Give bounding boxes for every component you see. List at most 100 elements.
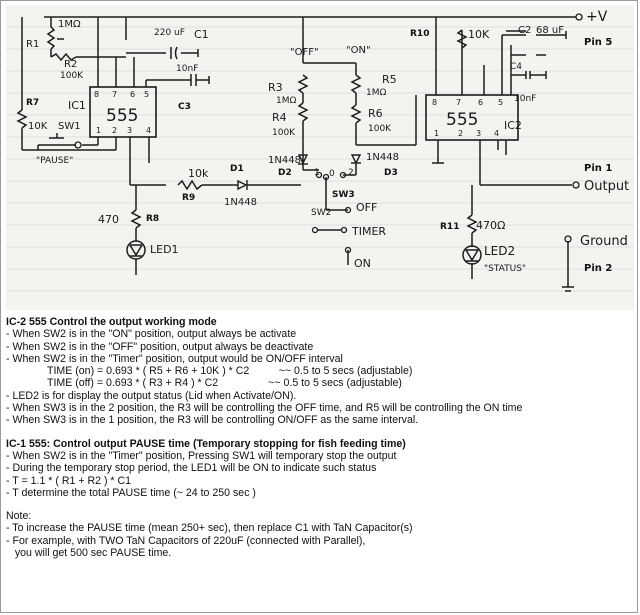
- vplus-label: +V: [586, 9, 608, 25]
- ic2-pin-2: 2: [458, 129, 463, 138]
- ic1-note-line: - T = 1.1 * ( R1 + R2 ) * C1: [6, 474, 132, 487]
- output-label: Output: [584, 179, 629, 194]
- ic2-pin-numbers: 8 7 6 5 1 2 3 4: [432, 98, 503, 138]
- sw2-off: OFF: [356, 201, 377, 214]
- d2-value: 1N448: [268, 155, 301, 166]
- r6-ref: R6: [368, 107, 383, 120]
- c1-ref: C1: [194, 28, 209, 41]
- ic2-note-line: - When SW2 is in the "OFF" position, out…: [6, 340, 314, 353]
- c2-ref: C2: [518, 25, 531, 36]
- ic1-section-title: IC-1 555: Control output PAUSE time (Tem…: [6, 437, 406, 450]
- led-symbols: [126, 240, 482, 265]
- sw2-on: ON: [354, 257, 371, 270]
- r9-ref: R9: [182, 193, 195, 203]
- state-on: "ON": [346, 45, 371, 56]
- ic1-ref: IC1: [68, 99, 86, 112]
- note-title: Note:: [6, 510, 32, 523]
- section-gap: [6, 499, 634, 510]
- ic2-section-title: IC-2 555 Control the output working mode: [6, 316, 217, 328]
- ic1-pin-8: 8: [94, 90, 99, 99]
- d2-ref: D2: [278, 168, 292, 178]
- r3-value: 1MΩ: [276, 96, 296, 106]
- c4-value: 10nF: [514, 94, 536, 104]
- sw3-ref: SW3: [332, 190, 355, 200]
- ic1-note-line: - When SW2 is in the "Timer" position, P…: [6, 449, 397, 462]
- diode-symbols: [237, 154, 362, 191]
- sw3-pos0: 0: [329, 169, 335, 179]
- d3-value: 1N448: [366, 152, 399, 163]
- led2-ref: LED2: [484, 244, 515, 258]
- d1-ref: D1: [230, 164, 244, 174]
- state-off: "OFF": [290, 47, 319, 58]
- r7-ref: R7: [26, 98, 39, 108]
- ic1-note-line: - During the temporary stop period, the …: [6, 462, 377, 475]
- terminals: [74, 13, 583, 254]
- pin2-label: Pin 2: [584, 263, 612, 274]
- ground-label: Ground: [580, 234, 628, 249]
- r10-value: 10K: [468, 28, 490, 41]
- led2-label: "STATUS": [484, 264, 526, 274]
- r5-value: 1MΩ: [366, 88, 386, 98]
- ic2-note-line: TIME (off) = 0.693 * ( R3 + R4 ) * C2 ~~…: [6, 377, 402, 390]
- r2-value: 100K: [60, 71, 84, 81]
- c3-ref: C3: [178, 102, 191, 112]
- description-notes: IC-2 555 Control the output working mode…: [6, 316, 634, 608]
- pin5-label: Pin 5: [584, 37, 612, 48]
- ic1-pin-7: 7: [112, 90, 117, 99]
- r4-ref: R4: [272, 111, 287, 124]
- ic1-pin-6: 6: [130, 90, 135, 99]
- ic2-pin-3: 3: [476, 129, 481, 138]
- schematic-diagram: 1MΩ R1 R2 100K 220 uF C1 10nF C3 R7 10K …: [6, 9, 634, 292]
- section-gap: [6, 427, 634, 438]
- ic2-note-line: - When SW2 is in the "Timer" position, o…: [6, 352, 343, 365]
- ic1-pin-4: 4: [146, 126, 151, 135]
- ic1-chip: 555: [106, 106, 138, 126]
- r7-value: 10K: [28, 121, 48, 132]
- ic2-note-line: TIME (on) = 0.693 * ( R5 + R6 + 10K ) * …: [6, 365, 413, 378]
- ic1-pin-2: 2: [112, 126, 117, 135]
- note-line: - To increase the PAUSE time (mean 250+ …: [6, 522, 413, 535]
- r1-ref: R1: [26, 39, 39, 50]
- sw2-ref: SW2: [311, 208, 331, 218]
- ic2-chip: 555: [446, 110, 478, 130]
- c4-ref: C4: [510, 62, 522, 72]
- r6-value: 100K: [368, 124, 392, 134]
- ic2-pin-1: 1: [434, 129, 439, 138]
- led1-ref: LED1: [150, 243, 179, 256]
- c1-value: 220 uF: [154, 28, 185, 38]
- ic2-pin-4: 4: [494, 129, 499, 138]
- ic2-note-line: - When SW3 is in the 1 position, the R3 …: [6, 414, 419, 427]
- ic2-ref: IC2: [504, 119, 522, 132]
- ic1-body: [89, 86, 157, 138]
- wires: [16, 16, 576, 292]
- paper-lines: [6, 26, 634, 292]
- ic2-note-line: - When SW2 is in the "ON" position, outp…: [6, 328, 297, 341]
- ic1-pin-1: 1: [96, 126, 101, 135]
- sw1-label: "PAUSE": [36, 156, 73, 166]
- sw2-timer: TIMER: [351, 225, 386, 238]
- r11-ref: R11: [440, 222, 459, 232]
- r3-ref: R3: [268, 81, 283, 94]
- ic1-pin-3: 3: [127, 126, 132, 135]
- r10-ref: R10: [410, 29, 429, 39]
- r5-ref: R5: [382, 73, 397, 86]
- sw3-pos1: 1: [314, 168, 320, 178]
- r9-value: 10k: [188, 167, 209, 180]
- r8-ref: R8: [146, 214, 159, 224]
- schematic-photo: 1MΩ R1 R2 100K 220 uF C1 10nF C3 R7 10K …: [6, 5, 634, 310]
- ic2-note-line: - When SW3 is in the 2 position, the R3 …: [6, 402, 523, 415]
- ic2-pin-8: 8: [432, 98, 437, 107]
- ic2-pin-7: 7: [456, 98, 461, 107]
- r11-value: 470Ω: [476, 219, 505, 232]
- ic2-note-line: - LED2 is for display the output status …: [6, 389, 297, 402]
- ic2-pin-6: 6: [478, 98, 483, 107]
- r2-ref: R2: [64, 59, 77, 70]
- note-line: you will get 500 sec PAUSE time.: [6, 547, 172, 560]
- ic1-pin-5: 5: [144, 90, 149, 99]
- c2-value: 68 uF: [536, 25, 564, 36]
- ic1-pin-numbers: 8 7 6 5 1 2 3 4: [94, 90, 151, 135]
- d1-value: 1N448: [224, 197, 257, 208]
- ic2-pin-5: 5: [498, 98, 503, 107]
- ic1-note-line: - T determine the total PAUSE time (~ 24…: [6, 486, 256, 499]
